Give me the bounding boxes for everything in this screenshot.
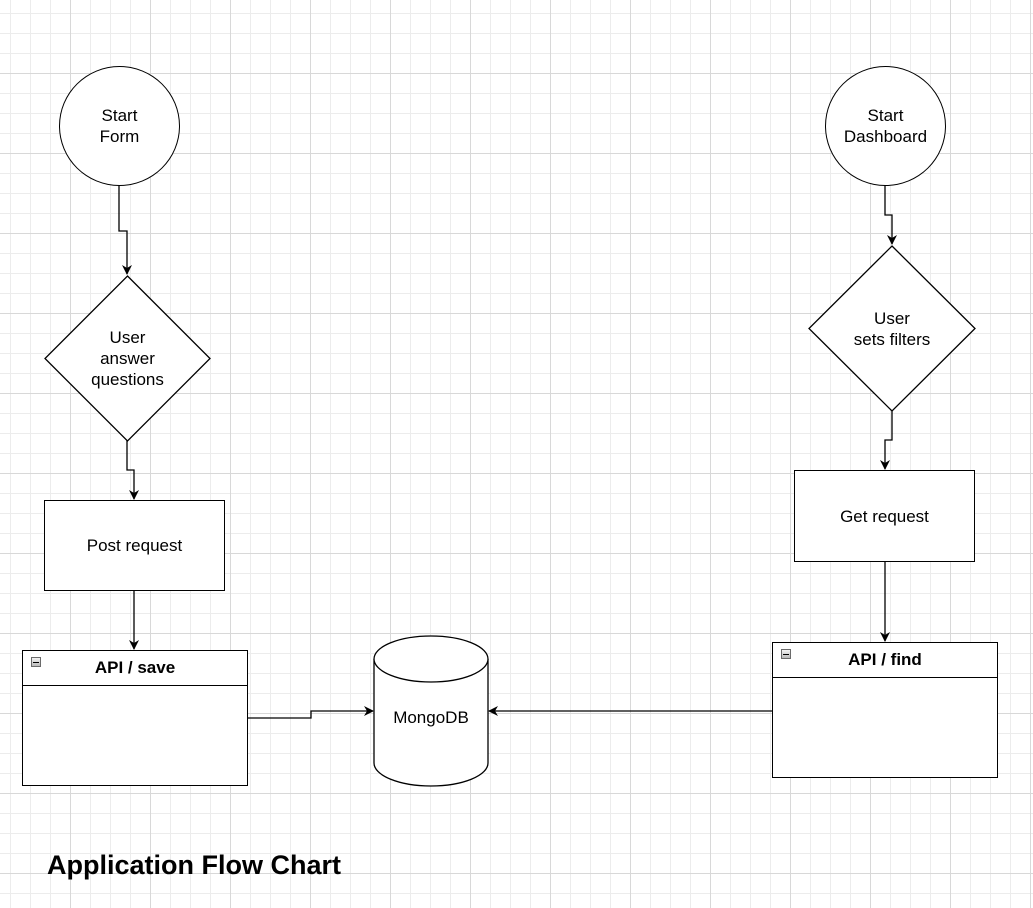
api-save-container[interactable]: API / save	[22, 650, 248, 786]
edge-start-dashboard-to-user-filters	[884, 185, 897, 245]
api-find-container[interactable]: API / find	[772, 642, 998, 778]
api-save-header: API / save	[23, 651, 247, 686]
collapse-minus-icon[interactable]	[31, 657, 41, 667]
user-answer-diamond-shape	[44, 275, 211, 442]
get-request-node[interactable]: Get request	[794, 470, 975, 562]
edge-user-filters-to-get-request	[880, 410, 893, 470]
user-filters-label: User sets filters	[853, 308, 931, 349]
api-find-title: API / find	[848, 650, 922, 669]
mongodb-cylinder-shape	[373, 635, 489, 787]
collapse-minus-icon[interactable]	[781, 649, 791, 659]
get-request-label: Get request	[840, 506, 929, 526]
user-filters-diamond-shape	[808, 245, 976, 412]
diagram-title: Application Flow Chart	[47, 850, 341, 880]
edge-user-answer-to-post-request	[126, 440, 139, 500]
post-request-label: Post request	[86, 536, 183, 555]
user-filters-node[interactable]: User sets filters	[808, 245, 976, 412]
start-dashboard-label: Start Dashboard	[843, 106, 928, 146]
user-answer-node[interactable]: User answer questions	[44, 275, 211, 442]
user-answer-label: User answer questions	[91, 328, 164, 389]
start-form-label: Start Form	[99, 106, 140, 146]
edge-start-form-to-user-answer	[118, 185, 132, 275]
api-save-title: API / save	[94, 658, 176, 677]
start-form-node[interactable]: Start Form	[59, 66, 180, 186]
api-find-header: API / find	[773, 643, 997, 678]
start-dashboard-node[interactable]: Start Dashboard	[825, 66, 946, 186]
mongodb-label: MongoDB	[393, 707, 469, 727]
mongodb-node[interactable]: MongoDB	[373, 635, 489, 787]
edge-api-save-to-mongodb	[247, 706, 374, 719]
post-request-node[interactable]: Post request	[44, 500, 225, 591]
